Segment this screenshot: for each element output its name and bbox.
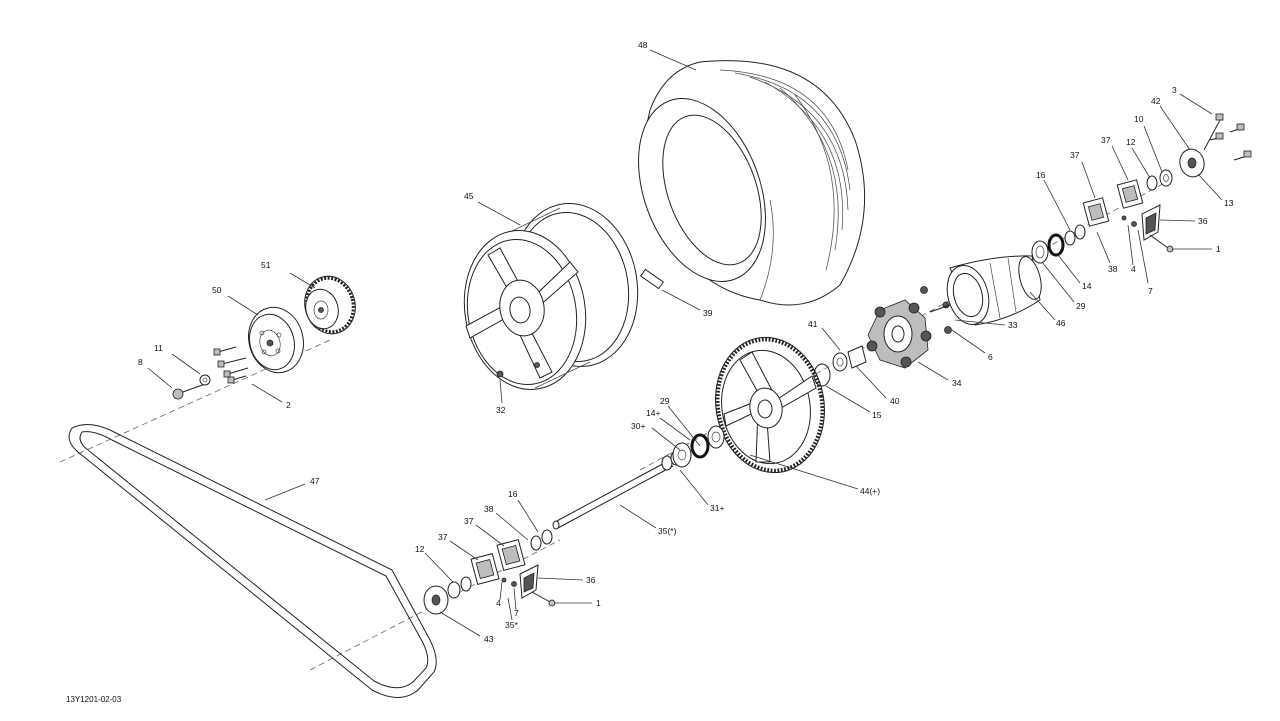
callout-36-left: 36: [586, 575, 596, 585]
callout-7-right: 7: [1148, 286, 1153, 296]
callout-35-lower: 35*: [505, 620, 518, 630]
axle-shaft: [552, 450, 682, 530]
callout-46: 46: [1056, 318, 1066, 328]
bearing-stack-mid: [672, 425, 725, 468]
callout-1-left: 1: [596, 598, 601, 608]
callout-37-left-a: 37: [438, 532, 448, 542]
callout-3: 3: [1172, 85, 1177, 95]
callout-16-right: 16: [1036, 170, 1046, 180]
drawing-reference: 13Y1201-02-03: [66, 695, 122, 704]
callout-8: 8: [138, 357, 143, 367]
callout-35-axle: 35(*): [658, 526, 677, 536]
callout-11: 11: [154, 343, 163, 353]
callout-44: 44(+): [860, 486, 880, 496]
end-flange-lower: [423, 576, 472, 615]
bracket-lower: [501, 564, 556, 607]
hub-pins: [920, 286, 952, 334]
bracket-right: [1121, 204, 1174, 253]
callout-6: 6: [988, 352, 993, 362]
callout-36-right: 36: [1198, 216, 1208, 226]
callout-50: 50: [212, 285, 222, 295]
callout-47: 47: [310, 476, 320, 486]
end-flange-right: [1146, 113, 1252, 191]
callout-39: 39: [703, 308, 713, 318]
callout-10: 10: [1134, 114, 1144, 124]
valve-stem: [496, 370, 504, 378]
callout-38-right: 38: [1108, 264, 1118, 274]
bearing-housing-right: [1082, 179, 1144, 227]
callout-37-right-a: 37: [1070, 150, 1080, 160]
hub-bushings: [813, 345, 867, 387]
callout-38-left: 38: [484, 504, 494, 514]
callout-30: 30+: [631, 421, 645, 431]
callout-14-mid: 14+: [646, 408, 660, 418]
pulley-bolts: [213, 346, 249, 384]
hub-flange: [866, 299, 932, 369]
callout-14-right: 14: [1082, 281, 1092, 291]
callout-31: 31+: [710, 503, 724, 513]
axle-bolt: [172, 374, 211, 400]
callout-2: 2: [286, 400, 291, 410]
callout-16-left: 16: [508, 489, 518, 499]
callout-4-left: 4: [496, 598, 501, 608]
callout-45: 45: [464, 191, 474, 201]
callout-labels: 51 50 11 8 2 45 48 39 32 47 44(+) 15 41 …: [138, 40, 1234, 644]
bearing-housing-lower: [470, 538, 526, 586]
callout-37-left-b: 37: [464, 516, 474, 526]
bearing-stack-right: [1031, 224, 1086, 264]
callout-37-right-b: 37: [1101, 135, 1111, 145]
callout-29-mid: 29: [660, 396, 670, 406]
callout-42: 42: [1151, 96, 1161, 106]
callout-32: 32: [496, 405, 506, 415]
callout-1-right: 1: [1216, 244, 1221, 254]
valve-insert: [639, 268, 665, 290]
sprocket-wheel: [715, 336, 825, 474]
callout-12-left: 12: [415, 544, 425, 554]
callout-7-left: 7: [514, 608, 519, 618]
callout-48: 48: [638, 40, 648, 50]
bearing-stack-lower: [530, 529, 553, 551]
hub-housing: [946, 255, 1042, 326]
callout-43: 43: [484, 634, 494, 644]
callout-13: 13: [1224, 198, 1234, 208]
callout-15: 15: [872, 410, 882, 420]
sprocket-part: [304, 275, 356, 335]
callout-12-right: 12: [1126, 137, 1136, 147]
callout-40: 40: [890, 396, 900, 406]
drive-belt: [68, 424, 437, 698]
wheel-rim: [463, 203, 639, 390]
callout-33: 33: [1008, 320, 1018, 330]
tire: [638, 60, 866, 306]
callout-41: 41: [808, 319, 818, 329]
pulley-part: [248, 306, 304, 374]
callout-51: 51: [261, 260, 271, 270]
leader-lines: [147, 49, 1223, 637]
callout-34: 34: [952, 378, 962, 388]
callout-4-right: 4: [1131, 264, 1136, 274]
callout-29-right: 29: [1076, 301, 1086, 311]
